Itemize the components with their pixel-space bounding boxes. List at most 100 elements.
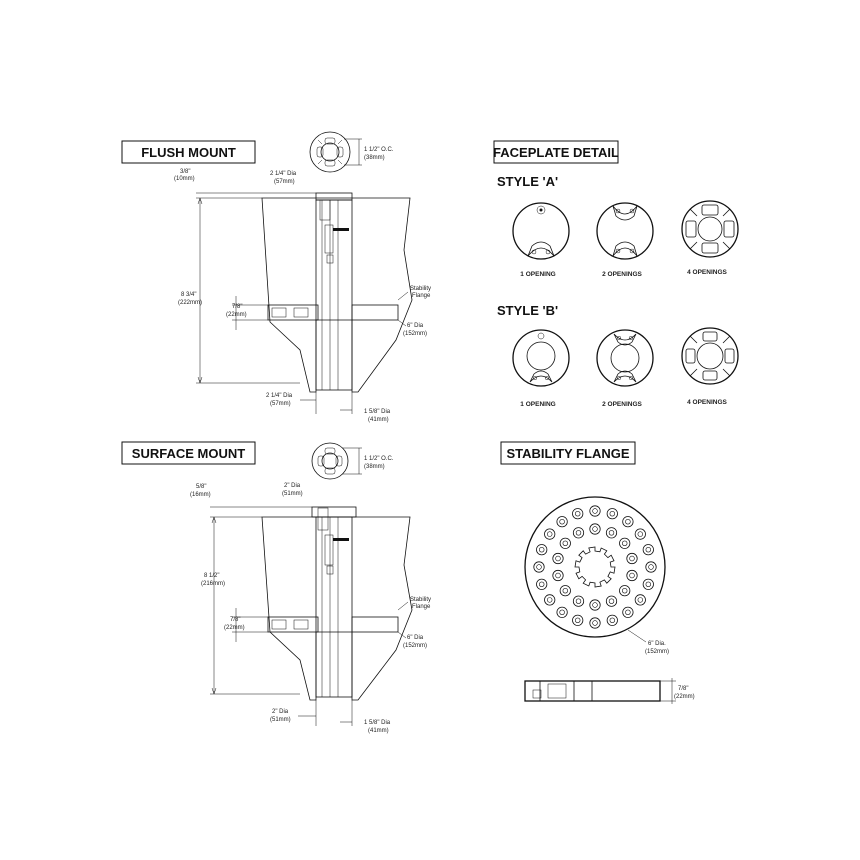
flange-hole-inner xyxy=(609,617,615,623)
flange-hole-inner xyxy=(575,598,582,604)
stability-flange-side-view: 7/8" (22mm) xyxy=(524,678,695,704)
flange-hole-inner xyxy=(575,530,582,536)
svg-text:8 1/2": 8 1/2" xyxy=(204,573,219,579)
svg-text:2 OPENINGS: 2 OPENINGS xyxy=(602,401,642,408)
style-b-label: STYLE 'B' xyxy=(497,303,558,318)
svg-text:(152mm): (152mm) xyxy=(403,331,427,337)
svg-text:2 1/4" Dia: 2 1/4" Dia xyxy=(270,171,297,177)
svg-text:2 1/4" Dia: 2 1/4" Dia xyxy=(266,393,293,399)
svg-text:(38mm): (38mm) xyxy=(364,155,385,161)
flange-hole-inner xyxy=(562,540,568,546)
flush-concrete-section xyxy=(261,197,413,393)
flange-hole-inner xyxy=(609,511,615,517)
svg-text:(41mm): (41mm) xyxy=(368,417,389,423)
style-a-4-openings: 4 OPENINGS xyxy=(681,200,739,276)
svg-text:(16mm): (16mm) xyxy=(190,492,211,498)
flange-hole-inner xyxy=(625,518,631,525)
style-b-2-openings: 2 OPENINGS xyxy=(596,329,654,408)
svg-text:1 OPENING: 1 OPENING xyxy=(520,271,555,278)
svg-text:4 OPENINGS: 4 OPENINGS xyxy=(687,269,727,276)
surface-flange-section xyxy=(267,616,319,633)
flange-hole-inner xyxy=(645,581,651,587)
svg-text:1 1/2" O.C.: 1 1/2" O.C. xyxy=(364,147,394,153)
svg-text:7/8": 7/8" xyxy=(678,686,688,692)
flush-faceplate-section xyxy=(315,192,353,201)
svg-text:7/8": 7/8" xyxy=(230,617,240,623)
svg-text:(152mm): (152mm) xyxy=(645,649,669,655)
svg-text:(22mm): (22mm) xyxy=(226,312,247,318)
svg-text:(10mm): (10mm) xyxy=(174,176,195,182)
svg-text:7/8": 7/8" xyxy=(232,304,242,310)
flange-hole-inner xyxy=(592,526,598,532)
flange-hole-inner xyxy=(574,511,581,517)
flange-hole-inner xyxy=(637,531,643,537)
svg-text:(222mm): (222mm) xyxy=(178,300,202,306)
flange-hole-inner xyxy=(608,598,615,604)
svg-text:Stability: Stability xyxy=(410,597,431,603)
style-b-1-opening: 1 OPENING xyxy=(512,329,570,408)
flange-hole-inner xyxy=(538,546,545,553)
svg-text:6" Dia: 6" Dia xyxy=(407,323,424,329)
svg-text:(22mm): (22mm) xyxy=(224,625,245,631)
flange-hole-inner xyxy=(621,540,628,546)
svg-text:3/8": 3/8" xyxy=(180,169,190,175)
svg-text:(22mm): (22mm) xyxy=(674,694,695,700)
style-b-4-openings: 4 OPENINGS xyxy=(681,327,739,406)
svg-text:Flange: Flange xyxy=(412,604,431,610)
svg-text:2" Dia: 2" Dia xyxy=(272,709,289,715)
svg-text:8 3/4": 8 3/4" xyxy=(181,292,196,298)
flange-center-opening xyxy=(574,546,616,588)
svg-text:(216mm): (216mm) xyxy=(201,581,225,587)
svg-text:(51mm): (51mm) xyxy=(282,491,303,497)
flange-hole-inner xyxy=(555,572,561,579)
surface-top-view: 1 1/2" O.C. (38mm) 2" Dia (51mm) xyxy=(282,442,394,497)
svg-text:1 5/8" Dia: 1 5/8" Dia xyxy=(364,720,391,726)
flange-hole-pattern xyxy=(533,505,657,629)
svg-text:2 OPENINGS: 2 OPENINGS xyxy=(602,271,642,278)
flange-hole-inner xyxy=(574,617,581,623)
flange-hole-inner xyxy=(592,602,598,608)
flange-hole-inner xyxy=(592,508,598,514)
flange-hole-inner xyxy=(629,572,635,579)
svg-text:Stability: Stability xyxy=(410,286,431,292)
svg-text:FACEPLATE DETAIL: FACEPLATE DETAIL xyxy=(493,145,619,160)
svg-text:2" Dia: 2" Dia xyxy=(284,483,301,489)
svg-text:6" Dia: 6" Dia xyxy=(407,635,424,641)
flange-hole-inner xyxy=(559,518,565,525)
flush-mount-diagram: 1 1/2" O.C. (38mm) 2 1/4" Dia (57mm) 8 3… xyxy=(174,131,431,423)
surface-mount-title: SURFACE MOUNT xyxy=(121,441,256,465)
svg-text:(57mm): (57mm) xyxy=(270,401,291,407)
svg-text:(152mm): (152mm) xyxy=(403,643,427,649)
style-a-2-openings: 2 OPENINGS xyxy=(596,202,654,278)
flange-hole-inner xyxy=(592,620,598,626)
svg-text:1 5/8" Dia: 1 5/8" Dia xyxy=(364,409,391,415)
flange-hole-inner xyxy=(608,530,615,536)
flange-hole-inner xyxy=(645,546,651,553)
svg-text:(41mm): (41mm) xyxy=(368,728,389,734)
flange-hole-inner xyxy=(625,609,631,615)
svg-text:Flange: Flange xyxy=(412,293,431,299)
flange-hole-inner xyxy=(562,587,568,594)
surface-faceplate-section xyxy=(311,506,357,518)
flange-hole-inner xyxy=(555,555,561,562)
svg-text:1 OPENING: 1 OPENING xyxy=(520,401,555,408)
flange-hole-inner xyxy=(559,609,565,615)
flange-hole-inner xyxy=(629,555,635,562)
flange-hole-inner xyxy=(621,587,628,594)
svg-text:SURFACE MOUNT: SURFACE MOUNT xyxy=(132,446,245,461)
svg-text:(57mm): (57mm) xyxy=(274,179,295,185)
style-a-1-opening: 1 OPENING xyxy=(512,202,570,278)
flange-hole-inner xyxy=(546,597,553,603)
flange-hole-inner xyxy=(637,597,643,603)
faceplate-detail-title: FACEPLATE DETAIL xyxy=(493,140,619,164)
stability-flange-plan: 6" Dia. (152mm) xyxy=(524,496,669,655)
style-a-label: STYLE 'A' xyxy=(497,174,558,189)
stability-flange-title: STABILITY FLANGE xyxy=(500,441,636,465)
flange-hole-inner xyxy=(546,531,553,537)
flush-flange-section xyxy=(267,304,319,321)
svg-text:6" Dia.: 6" Dia. xyxy=(648,641,666,647)
svg-text:4 OPENINGS: 4 OPENINGS xyxy=(687,399,727,406)
flush-top-view: 1 1/2" O.C. (38mm) 2 1/4" Dia (57mm) xyxy=(270,131,394,185)
